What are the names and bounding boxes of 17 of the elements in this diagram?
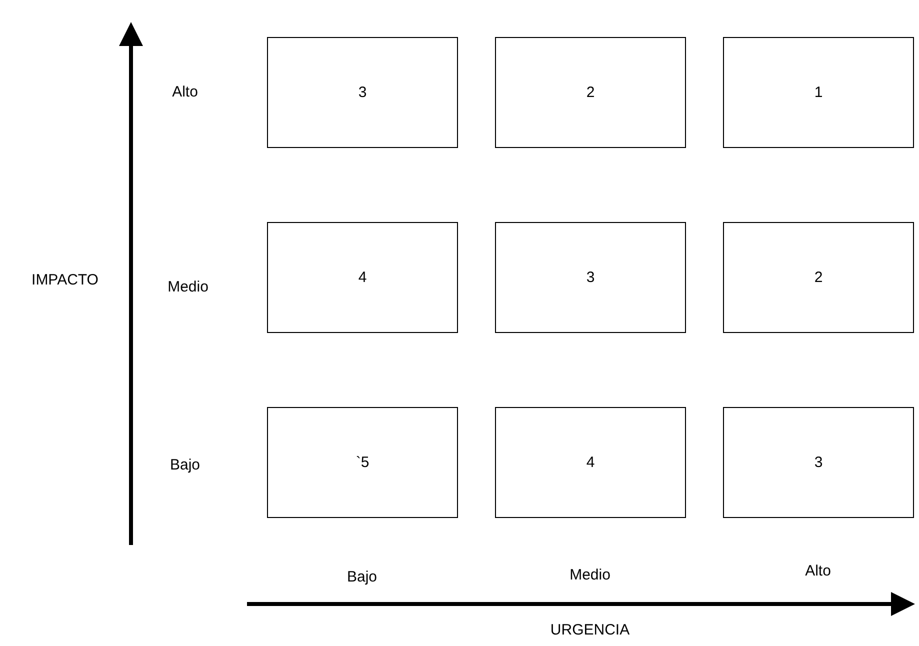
matrix-cell: 1 (723, 37, 914, 148)
matrix-cell: 3 (267, 37, 458, 148)
matrix-cell: 3 (723, 407, 914, 518)
matrix-cell: 2 (723, 222, 914, 333)
matrix-cell: 4 (495, 407, 686, 518)
axis-title: URGENCIA (550, 622, 630, 638)
matrix-cell: 3 (495, 222, 686, 333)
axis-label: Alto (172, 84, 198, 100)
matrix-cell: 4 (267, 222, 458, 333)
matrix-cell: 2 (495, 37, 686, 148)
axis-label: Medio (570, 566, 610, 584)
axis-title: IMPACTO (32, 272, 98, 288)
axis-label: Bajo (170, 456, 200, 474)
axis-label: Bajo (346, 568, 378, 586)
matrix-cell: `5 (267, 407, 458, 518)
axis-label: Medio (168, 278, 208, 296)
axis-label: Alto (805, 562, 831, 580)
